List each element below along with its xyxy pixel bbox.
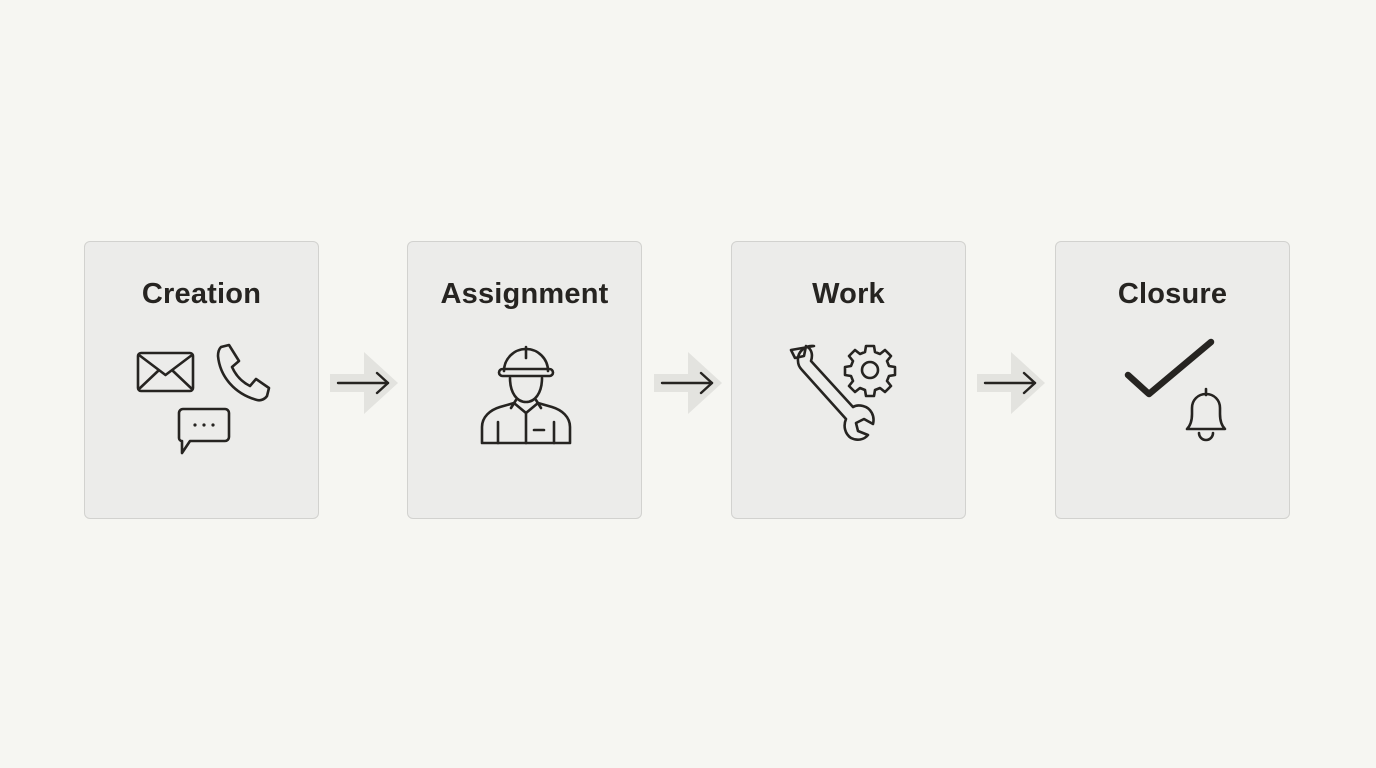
- stage-assignment: Assignment: [407, 241, 642, 519]
- gear-icon: [843, 344, 897, 398]
- stage-icon-group: [1056, 338, 1291, 458]
- stage-icon-group: [732, 338, 967, 458]
- stage-icon-group: [408, 338, 643, 458]
- stage-creation: Creation: [84, 241, 319, 519]
- stage-title: Closure: [1117, 278, 1228, 310]
- envelope-icon: [136, 351, 195, 393]
- arrow-right-icon: [660, 371, 714, 395]
- wrench-icon: [789, 344, 875, 441]
- stage-icon-group: [85, 338, 320, 458]
- arrow-right-icon: [983, 371, 1037, 395]
- connector-arrow: [652, 348, 726, 418]
- stage-title: Creation: [141, 278, 262, 310]
- stage-closure: Closure: [1055, 241, 1290, 519]
- chat-bubble-icon: [177, 407, 231, 455]
- connector-arrow: [328, 348, 402, 418]
- connector-arrow: [975, 348, 1049, 418]
- arrow-right-icon: [336, 371, 390, 395]
- phone-icon: [216, 343, 271, 402]
- worker-hardhat-icon: [480, 345, 572, 445]
- checkmark-icon: [1124, 338, 1215, 398]
- bell-icon: [1185, 387, 1227, 442]
- stage-title: Work: [812, 278, 885, 310]
- stage-title: Assignment: [440, 278, 609, 310]
- stage-work: Work: [731, 241, 966, 519]
